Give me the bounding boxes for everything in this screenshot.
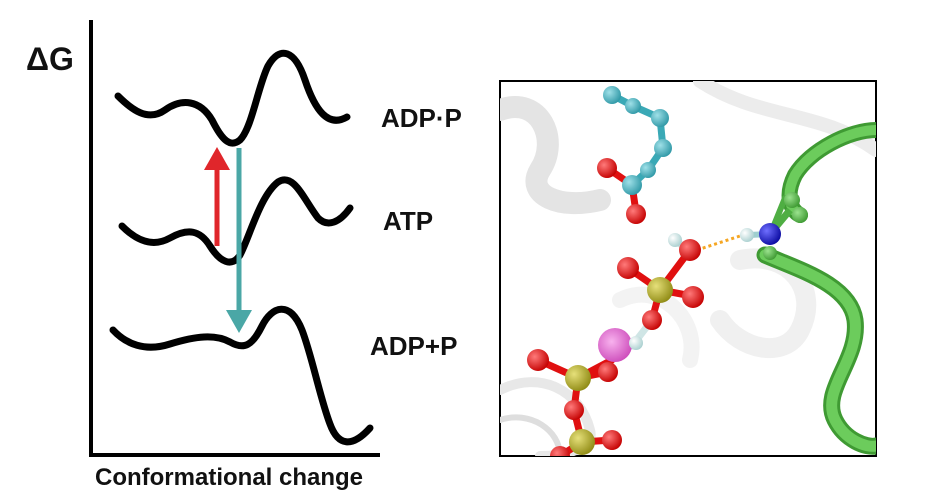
state-label-atp: ATP bbox=[383, 206, 433, 236]
energy-curve-adp-plus-p bbox=[109, 305, 374, 446]
energy-curve-adp-p bbox=[114, 49, 351, 147]
carboxylate-residue bbox=[597, 86, 672, 224]
energy-landscape-panel: ΔG Conformational change ADP·P ATP ADP+P bbox=[26, 20, 462, 491]
x-axis-label: Conformational change bbox=[95, 464, 363, 491]
state-label-adp-p: ADP·P bbox=[381, 103, 462, 133]
phosphate-chain bbox=[527, 233, 704, 456]
state-label-adp-plus-p: ADP+P bbox=[370, 331, 457, 361]
hydrogen-bond-dotted-line bbox=[696, 234, 741, 252]
energy-curve-atp bbox=[118, 176, 354, 266]
amine-group bbox=[740, 207, 793, 245]
molecular-view-panel bbox=[499, 80, 877, 457]
magnesium-ion bbox=[598, 328, 632, 362]
protein-backbone-tube bbox=[756, 122, 876, 455]
down-arrow-head bbox=[226, 310, 252, 333]
y-axis-label: ΔG bbox=[26, 41, 74, 77]
up-arrow-head bbox=[204, 147, 230, 170]
